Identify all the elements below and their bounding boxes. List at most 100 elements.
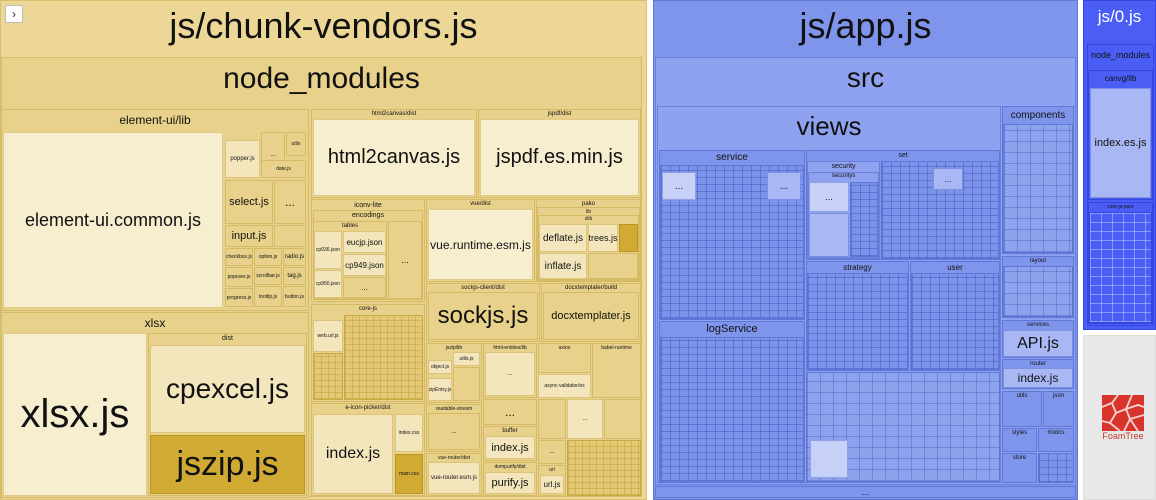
misc-cell-3[interactable] xyxy=(274,225,306,247)
element-ui-common-cell[interactable]: element-ui.common.js xyxy=(3,132,223,308)
main-css-cell[interactable]: main.css xyxy=(395,454,423,494)
core-js-modules-cell-2[interactable] xyxy=(313,353,343,400)
misc-cell-2[interactable]: ... xyxy=(274,180,306,224)
sidebar-toggle-button[interactable]: › xyxy=(5,5,23,23)
buffer-index-cell[interactable]: index.js xyxy=(485,436,535,459)
misc-mid-cell[interactable]: ... xyxy=(483,399,537,425)
app-misc-cell[interactable] xyxy=(1038,453,1074,483)
sockjs-dist-label: sockjs-client/dist xyxy=(461,285,505,291)
misc-small-cell-4[interactable]: ... xyxy=(538,440,566,464)
pako-misc-cell-2[interactable] xyxy=(588,253,638,279)
checkbox-cell[interactable]: checkbox.js xyxy=(225,248,253,266)
radio-cell[interactable]: radio.js xyxy=(283,248,306,266)
cp949-label: cp949.json xyxy=(345,260,384,270)
jspdf-cell[interactable]: jspdf.es.min.js xyxy=(480,119,639,196)
vue-runtime-cell[interactable]: vue.runtime.esm.js xyxy=(428,209,533,280)
cp936-cell[interactable]: cp936.json xyxy=(314,231,342,269)
core-js-modules-cell[interactable] xyxy=(344,315,423,400)
eucjp-cell[interactable]: eucjp.json xyxy=(343,231,386,253)
date-cell[interactable]: date.js xyxy=(261,160,306,178)
docxtemplater-cell[interactable]: docxtemplater.js xyxy=(543,292,639,340)
securitys-module-a[interactable]: ... xyxy=(809,182,849,212)
securitys-module-b[interactable] xyxy=(809,213,849,257)
views-misc-cell[interactable] xyxy=(806,372,1000,482)
cp936-label: cp936.json xyxy=(315,247,341,253)
service-module-a[interactable]: ... xyxy=(662,172,696,200)
utils-js-cell[interactable]: utils.js xyxy=(453,352,480,366)
option-cell[interactable]: option.js xyxy=(254,248,282,266)
router-index-cell[interactable]: index.js xyxy=(1003,368,1073,388)
views-misc-module[interactable] xyxy=(810,440,848,478)
web-url-cell[interactable]: web.url.js xyxy=(313,320,343,352)
store-group[interactable]: store xyxy=(1002,453,1037,483)
checkbox-label: checkbox.js xyxy=(225,254,253,260)
set-module-a[interactable]: ... xyxy=(933,168,963,190)
enc-misc-cell-2[interactable]: ... xyxy=(388,221,422,299)
index-css-cell[interactable]: index.css xyxy=(395,414,423,452)
foamtree-logo[interactable]: FoamTree xyxy=(1101,394,1145,445)
purify-cell[interactable]: purify.js xyxy=(485,472,535,494)
ellipsis-label: ... xyxy=(451,428,457,435)
securitys-modules-cell[interactable] xyxy=(850,182,878,257)
cp949-cell[interactable]: cp949.json xyxy=(343,254,386,276)
object-js-label: object.js xyxy=(430,364,450,370)
misc-small-cell[interactable] xyxy=(538,399,566,439)
select-label: select.js xyxy=(229,196,269,208)
encodings-label: encodings xyxy=(352,212,384,219)
button-cell[interactable]: button.js xyxy=(283,286,306,307)
xlsx-js-cell[interactable]: xlsx.js xyxy=(3,333,147,496)
sockjs-cell[interactable]: sockjs.js xyxy=(428,292,538,340)
html2canvas-cell[interactable]: html2canvas.js xyxy=(313,119,475,196)
index-es-cell[interactable]: index.es.js xyxy=(1090,88,1151,198)
ellipsis-label: ... xyxy=(401,255,409,265)
cpexcel-cell[interactable]: cpexcel.js xyxy=(150,345,305,433)
element-ui-lib-label: element-ui/lib xyxy=(119,113,191,127)
icon-picker-index-cell[interactable]: index.js xyxy=(313,414,393,494)
styles-group[interactable]: styles xyxy=(1002,428,1037,452)
zip-entry-cell[interactable]: zipEntry.js xyxy=(428,378,452,401)
async-validator-cell[interactable]: async-validator/es xyxy=(538,374,591,398)
inflate-cell[interactable]: inflate.js xyxy=(539,253,587,279)
deflate-label: deflate.js xyxy=(542,232,584,244)
misc-small-cell-3[interactable] xyxy=(604,399,641,439)
html-entities-cell[interactable]: ... xyxy=(485,352,535,396)
axios-group[interactable]: axios xyxy=(538,343,591,373)
mixins-group[interactable]: mixins xyxy=(1038,428,1074,452)
cp950-cell[interactable]: cp950.json xyxy=(314,270,342,298)
vue-router-esm-cell[interactable]: vue-router.esm.js xyxy=(428,462,480,494)
user-modules-cell[interactable] xyxy=(911,273,999,370)
json-group[interactable]: json xyxy=(1043,391,1074,427)
small-modules-cell[interactable] xyxy=(567,440,641,496)
popover-cell[interactable]: popover.js xyxy=(225,267,253,287)
progress-cell[interactable]: progress.js xyxy=(225,288,253,307)
trees-cell[interactable]: trees.js xyxy=(588,224,618,252)
eucjp-label: eucjp.json xyxy=(346,237,383,247)
babel-runtime-group[interactable]: babel-runtime xyxy=(592,343,641,398)
tooltip-cell[interactable]: tooltip.js xyxy=(254,286,282,307)
utils-cell[interactable]: utils xyxy=(286,132,306,156)
object-js-cell[interactable]: object.js xyxy=(428,360,452,374)
jszip-misc-cell[interactable] xyxy=(453,367,480,401)
tag-cell[interactable]: tag.js xyxy=(283,267,306,285)
pako-misc-cell[interactable] xyxy=(619,224,638,252)
service-module-b[interactable]: ... xyxy=(767,172,801,200)
utils-group[interactable]: utils xyxy=(1002,391,1042,427)
enc-misc-cell[interactable]: ... xyxy=(343,277,386,298)
misc-small-cell-2[interactable]: ... xyxy=(567,399,603,439)
input-cell[interactable]: input.js xyxy=(225,225,273,247)
api-cell[interactable]: API.js xyxy=(1003,330,1073,357)
readable-misc-cell[interactable]: ... xyxy=(428,413,480,450)
app-more-cell[interactable]: ... xyxy=(655,486,1076,498)
log-service-modules-cell[interactable] xyxy=(660,337,804,482)
scrollbar-cell[interactable]: scrollbar.js xyxy=(254,267,282,285)
components-modules-cell[interactable] xyxy=(1003,124,1073,253)
deflate-cell[interactable]: deflate.js xyxy=(539,224,587,252)
core-js-pure-modules-cell[interactable] xyxy=(1089,212,1152,323)
url-js-cell[interactable]: url.js xyxy=(540,475,564,494)
popper-cell[interactable]: popper.js xyxy=(225,140,260,178)
strategy-modules-cell[interactable] xyxy=(807,273,908,370)
select-cell[interactable]: select.js xyxy=(225,180,273,224)
layout-modules-cell[interactable] xyxy=(1003,266,1073,317)
set-modules-cell[interactable] xyxy=(881,161,999,259)
jszip-cell[interactable]: jszip.js xyxy=(150,435,305,494)
